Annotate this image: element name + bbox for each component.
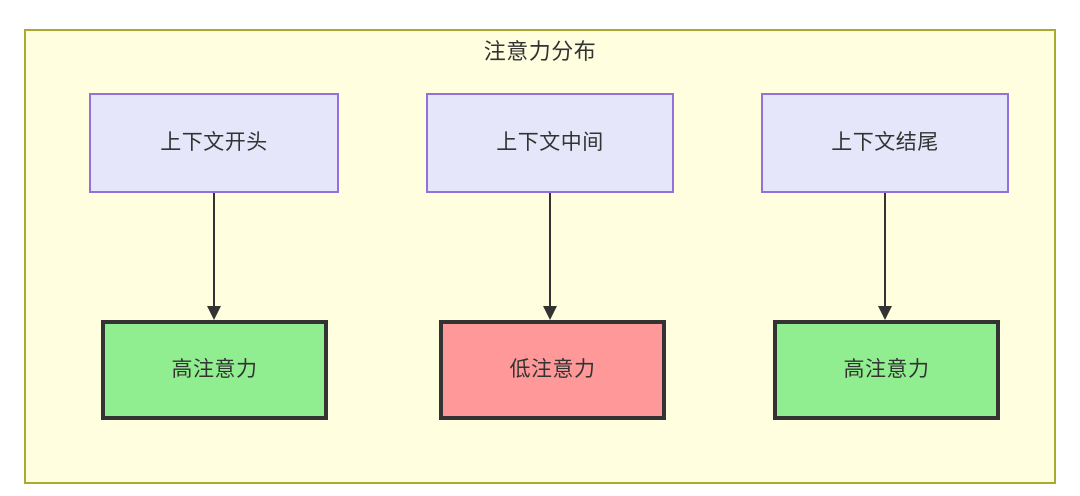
edge-stem (884, 193, 886, 306)
edge-ctx-middle-to-low (543, 193, 557, 320)
node-attn-high-end[interactable]: 高注意力 (773, 320, 1000, 420)
node-ctx-end[interactable]: 上下文结尾 (761, 93, 1009, 193)
node-attn-low-middle[interactable]: 低注意力 (439, 320, 666, 420)
node-ctx-middle-label: 上下文中间 (496, 131, 604, 154)
subgraph-title: 注意力分布 (483, 39, 597, 64)
node-ctx-middle[interactable]: 上下文中间 (426, 93, 674, 193)
arrowhead-icon (543, 306, 557, 320)
node-ctx-start-label: 上下文开头 (160, 131, 268, 154)
node-ctx-start[interactable]: 上下文开头 (89, 93, 339, 193)
edge-stem (549, 193, 551, 306)
node-attn-high-start[interactable]: 高注意力 (101, 320, 328, 420)
arrowhead-icon (878, 306, 892, 320)
node-attn-low-middle-label: 低注意力 (509, 358, 596, 381)
edge-ctx-end-to-high (878, 193, 892, 320)
edge-stem (213, 193, 215, 306)
node-ctx-end-label: 上下文结尾 (831, 131, 939, 154)
edge-ctx-start-to-high (207, 193, 221, 320)
attention-distribution-subgraph: 注意力分布 上下文开头 上下文中间 上下文结尾 高注意力 低 (24, 29, 1056, 484)
arrowhead-icon (207, 306, 221, 320)
node-attn-high-start-label: 高注意力 (171, 358, 258, 381)
node-attn-high-end-label: 高注意力 (843, 358, 930, 381)
